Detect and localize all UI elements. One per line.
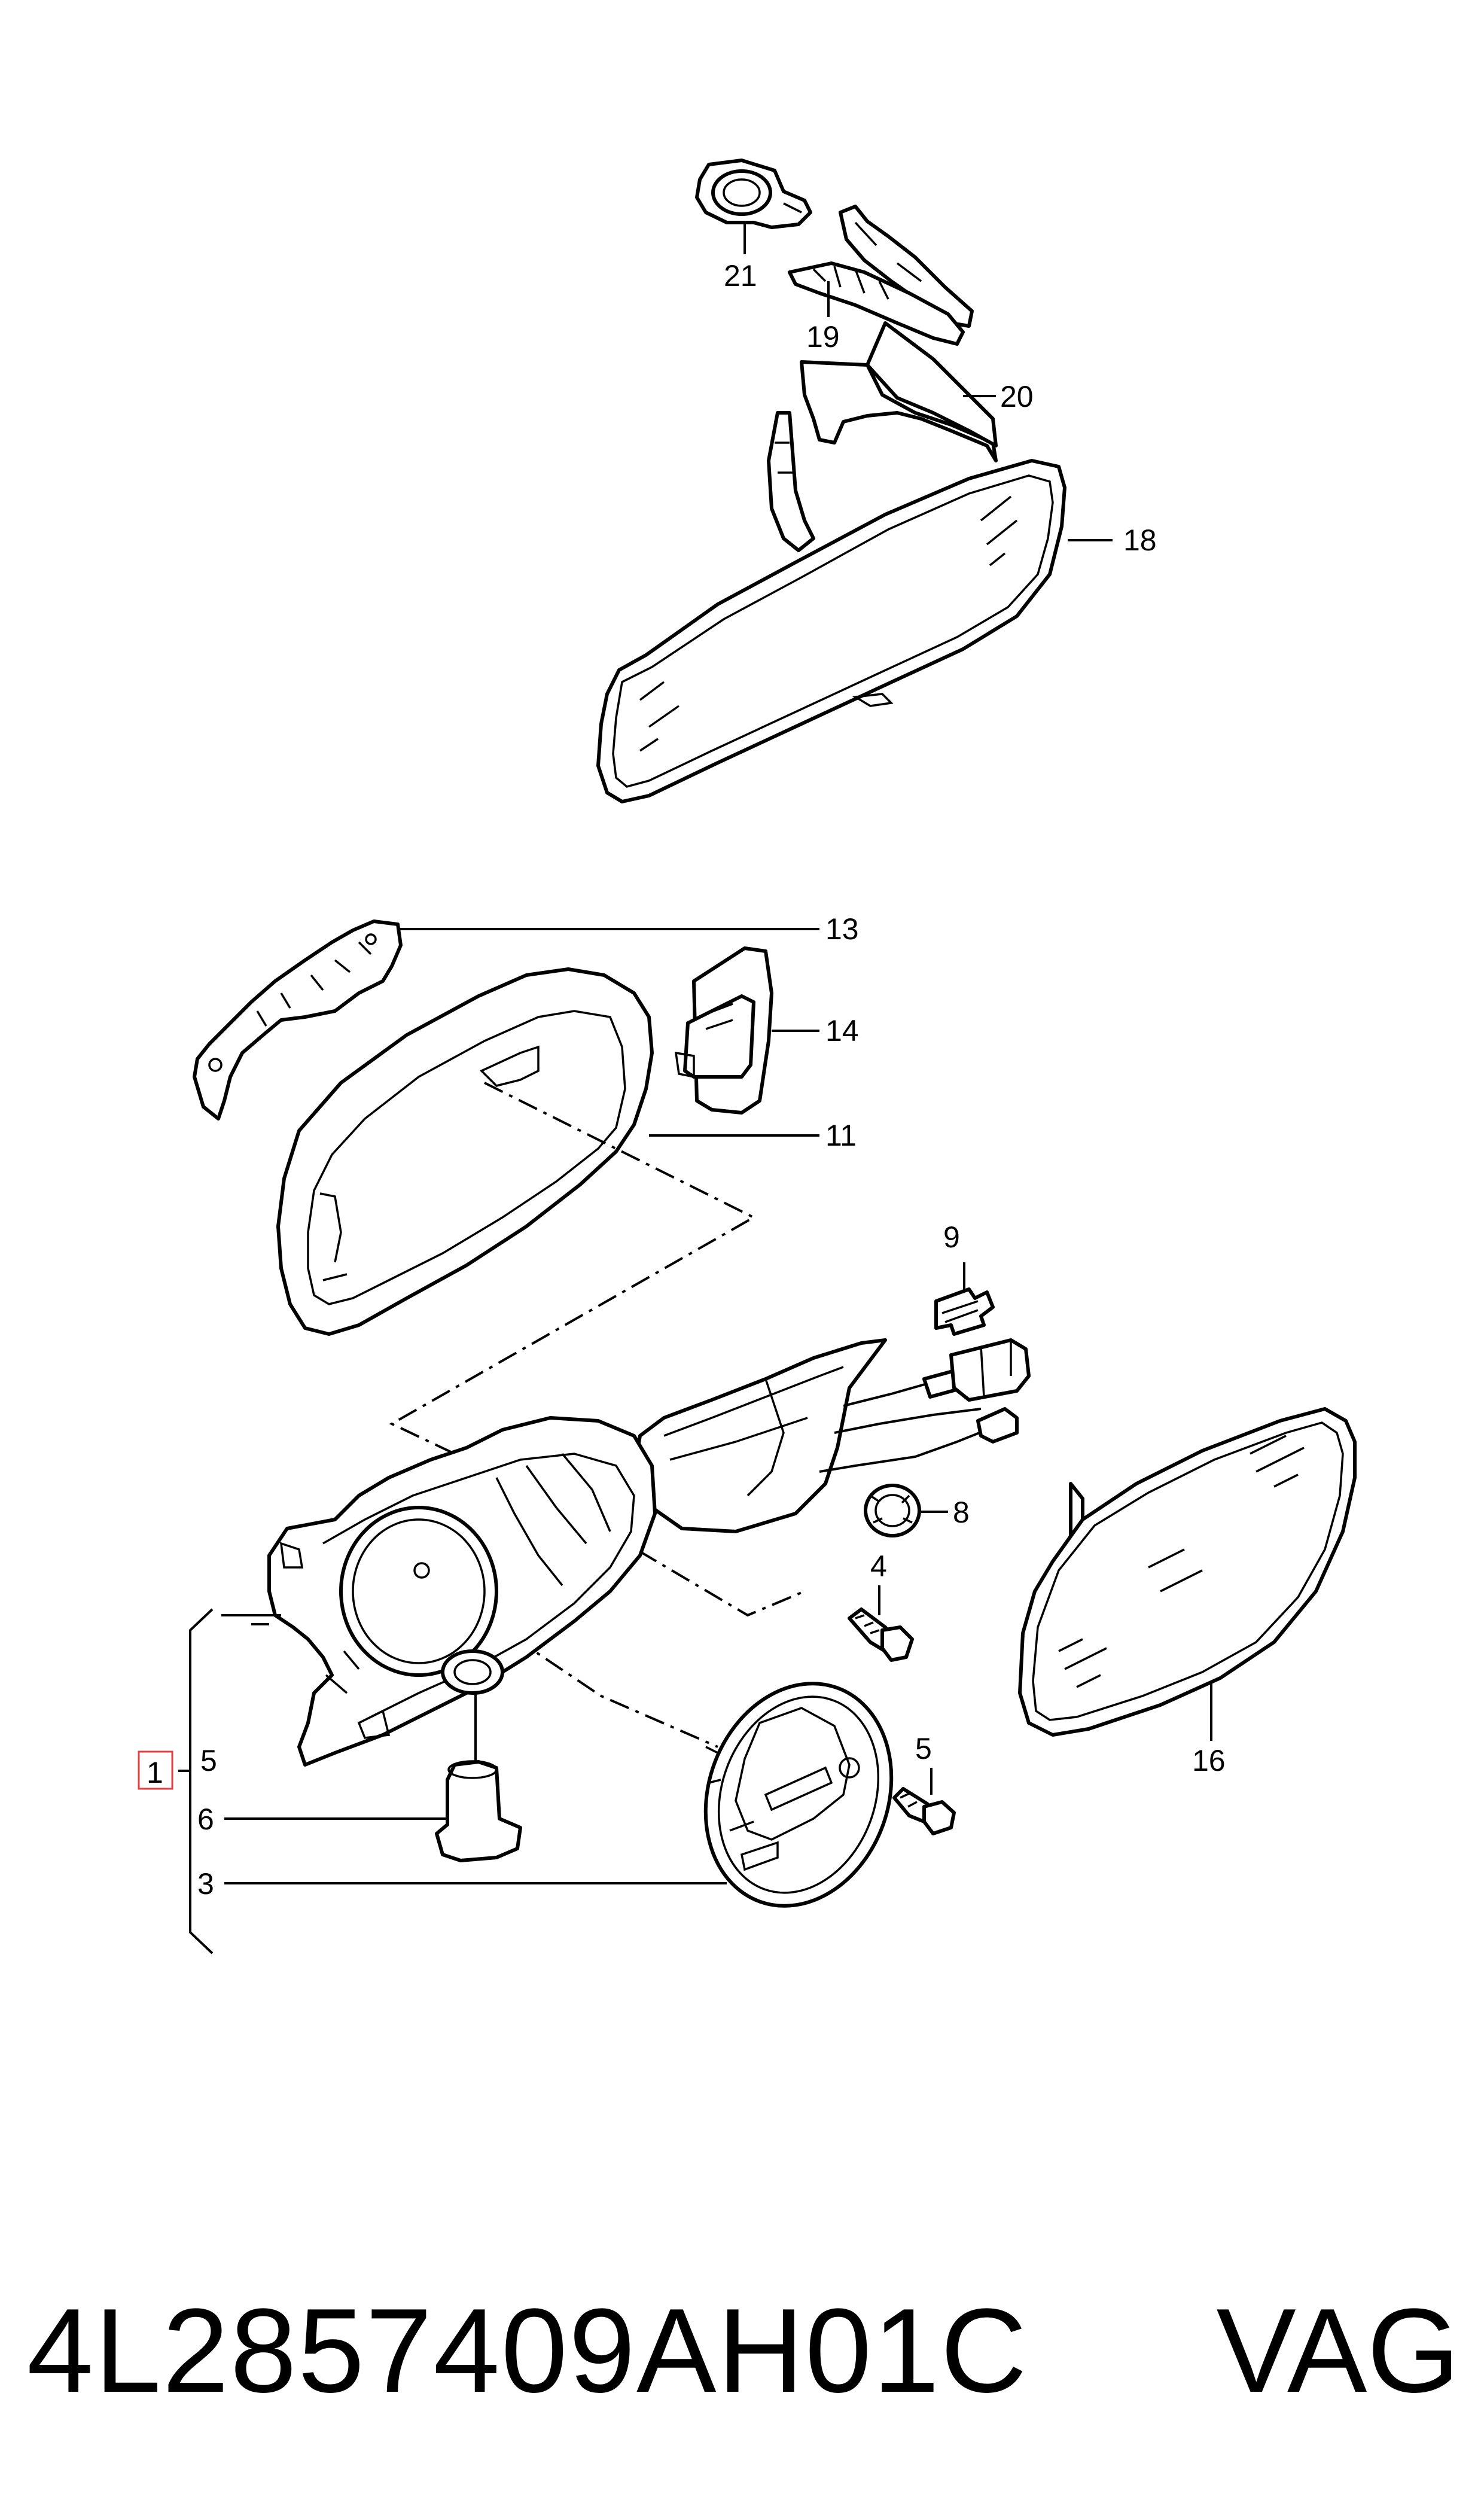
- screw-part-4: [848, 1607, 914, 1662]
- label-20: 20: [1000, 380, 1034, 413]
- interior-mirror-part-18: [596, 411, 1066, 803]
- label-8: 8: [953, 1496, 970, 1529]
- label-19: 19: [806, 320, 840, 354]
- cover-part-20: [800, 321, 998, 462]
- label-4: 4: [870, 1549, 887, 1583]
- mirror-base-arm: [632, 1338, 1031, 1533]
- sensor-part-21: [695, 159, 812, 229]
- grommet-part-8: [864, 1484, 921, 1537]
- mirror-housing-base: [267, 1416, 657, 1767]
- label-5-right: 5: [915, 1732, 932, 1765]
- label-3: 3: [197, 1867, 214, 1901]
- label-18: 18: [1123, 523, 1157, 557]
- label-11: 11: [825, 1119, 857, 1152]
- footer: 4L2857409AH01C VAG: [0, 2261, 1484, 2441]
- bracket-part-19: [788, 205, 974, 346]
- screw-part-5: [892, 1787, 956, 1835]
- mirror-glass-part-16: [1018, 1407, 1357, 1737]
- label-13: 13: [825, 912, 859, 946]
- label-16: 16: [1192, 1744, 1226, 1777]
- label-6: 6: [197, 1803, 214, 1836]
- mirror-cap-part-11: [276, 967, 654, 1336]
- label-1: 1: [147, 1756, 163, 1789]
- turn-signal-part-14: [674, 946, 773, 1115]
- adjusting-unit-part-3: [703, 1682, 894, 1908]
- part-number-text: 4L2857409AH01C: [27, 2284, 1028, 2417]
- label-5-left: 5: [200, 1744, 217, 1777]
- trim-strip-part-13: [193, 919, 403, 1121]
- label-9: 9: [943, 1220, 960, 1254]
- motor-part-6: [435, 1760, 522, 1862]
- highlight-box-1: [138, 1750, 173, 1790]
- bolt-part-9: [934, 1287, 995, 1336]
- label-21: 21: [724, 259, 757, 293]
- brand-text: VAG: [1216, 2284, 1460, 2417]
- label-14: 14: [825, 1014, 859, 1048]
